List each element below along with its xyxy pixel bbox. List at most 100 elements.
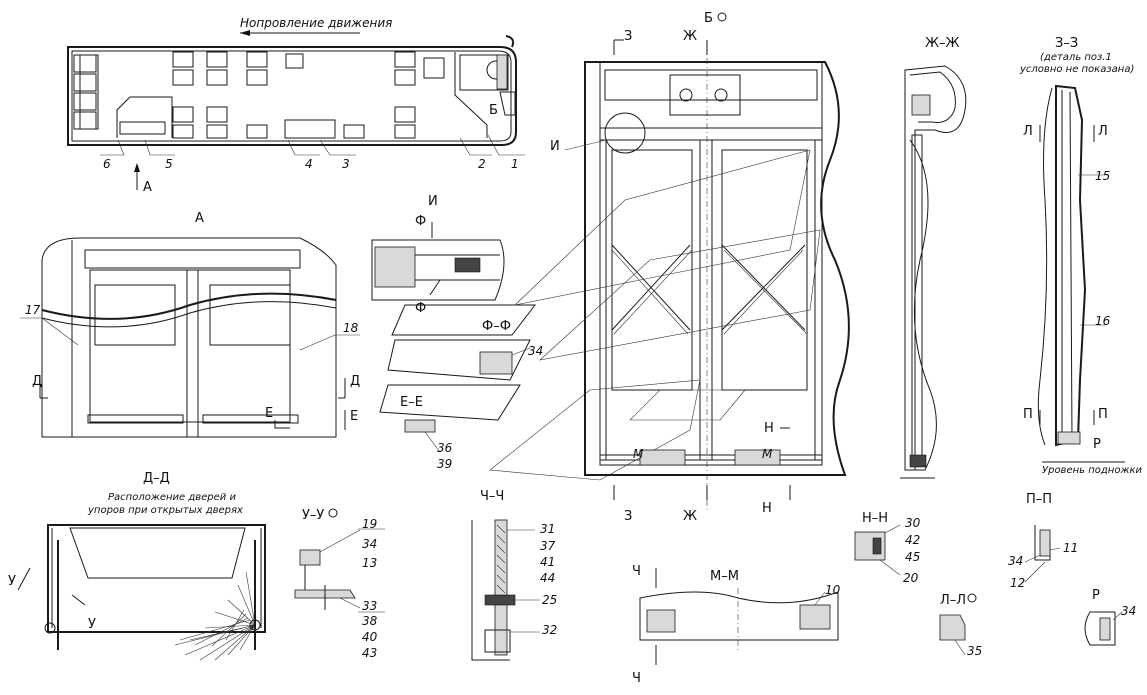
detail-r: Р 34 bbox=[1084, 588, 1136, 646]
svg-text:З: З bbox=[624, 509, 632, 524]
svg-text:Д: Д bbox=[350, 374, 360, 389]
section-p-p: П–П 11 34 12 bbox=[1008, 492, 1078, 590]
main-view-title: Б bbox=[704, 11, 713, 26]
svg-text:31: 31 bbox=[540, 522, 555, 536]
svg-text:45: 45 bbox=[905, 550, 920, 564]
section-ch-ch: Ч–Ч 31 37 41 44 25 32 bbox=[471, 489, 557, 661]
detail-i: И Ф Ф Ф–Ф 34 Е–Е 36 39 bbox=[371, 194, 543, 471]
svg-text:34: 34 bbox=[1008, 554, 1023, 568]
svg-text:Л: Л bbox=[1098, 124, 1108, 139]
section-zh-zh: Ж–Ж bbox=[900, 36, 967, 479]
view-a-title: А bbox=[195, 211, 204, 226]
svg-text:Ч: Ч bbox=[632, 671, 641, 686]
svg-text:13: 13 bbox=[362, 556, 377, 570]
svg-text:40: 40 bbox=[362, 630, 378, 644]
svg-text:У–У: У–У bbox=[302, 508, 324, 523]
top-view-leaders: 1 2 3 4 5 6 bbox=[100, 134, 525, 171]
svg-text:Е: Е bbox=[350, 409, 358, 424]
svg-text:3: 3 bbox=[342, 157, 350, 171]
svg-text:16: 16 bbox=[1095, 314, 1111, 328]
svg-text:10: 10 bbox=[825, 583, 841, 597]
svg-text:Д: Д bbox=[32, 374, 42, 389]
section-ff-title: Ф–Ф bbox=[482, 319, 511, 334]
svg-text:Л: Л bbox=[1023, 124, 1033, 139]
svg-text:34: 34 bbox=[362, 537, 377, 551]
svg-text:Ж: Ж bbox=[683, 509, 697, 524]
svg-text:25: 25 bbox=[542, 593, 557, 607]
svg-text:П: П bbox=[1023, 407, 1033, 422]
section-d-d: Д–Д Расположение дверей и упоров при отк… bbox=[8, 471, 266, 661]
svg-text:Д–Д: Д–Д bbox=[143, 471, 170, 486]
svg-text:6: 6 bbox=[103, 157, 111, 171]
svg-text:Р: Р bbox=[1092, 588, 1100, 603]
svg-text:З–З: З–З bbox=[1055, 36, 1078, 51]
svg-text:У: У bbox=[88, 617, 96, 632]
rear-seats bbox=[73, 54, 99, 130]
svg-text:Е: Е bbox=[265, 406, 273, 421]
svg-text:19: 19 bbox=[362, 517, 377, 531]
section-u-u: У–У 19 34 13 33 38 40 43 bbox=[294, 508, 385, 660]
svg-text:44: 44 bbox=[540, 571, 555, 585]
svg-text:М: М bbox=[633, 447, 644, 461]
svg-text:41: 41 bbox=[540, 555, 555, 569]
label-18: 18 bbox=[343, 321, 359, 335]
svg-text:Ф: Ф bbox=[415, 214, 426, 229]
section-m-m: М–М 10 Ч Ч bbox=[632, 564, 841, 686]
svg-text:упоров при открытых дверях: упоров при открытых дверях bbox=[87, 505, 243, 516]
section-ee-title: Е–Е bbox=[400, 395, 423, 410]
svg-text:Н: Н bbox=[762, 501, 772, 516]
svg-text:11: 11 bbox=[1063, 541, 1078, 555]
svg-text:И: И bbox=[428, 194, 438, 209]
svg-text:32: 32 bbox=[542, 623, 557, 637]
svg-text:Р: Р bbox=[1093, 437, 1101, 452]
section-mark-b: Б bbox=[489, 103, 498, 118]
svg-text:Ж: Ж bbox=[683, 29, 697, 44]
svg-text:30: 30 bbox=[905, 516, 921, 530]
section-n-n: Н–Н 30 42 45 20 bbox=[854, 511, 921, 585]
section-z-z: З–З (деталь поз.1 условно не показана) 1… bbox=[1019, 36, 1142, 476]
svg-text:условно не показана): условно не показана) bbox=[1019, 64, 1134, 75]
svg-text:36: 36 bbox=[437, 441, 453, 455]
passenger-seats bbox=[172, 51, 445, 139]
svg-text:М–М: М–М bbox=[710, 569, 739, 584]
svg-text:15: 15 bbox=[1095, 169, 1110, 183]
svg-text:4: 4 bbox=[305, 157, 313, 171]
svg-text:34: 34 bbox=[528, 344, 543, 358]
direction-label: Нопровление движения bbox=[240, 16, 392, 30]
svg-text:12: 12 bbox=[1010, 576, 1025, 590]
svg-text:П: П bbox=[1098, 407, 1108, 422]
section-l-l: Л–Л 35 bbox=[939, 593, 982, 658]
svg-text:20: 20 bbox=[903, 571, 919, 585]
svg-text:Н–Н: Н–Н bbox=[862, 511, 888, 526]
svg-text:Н: Н bbox=[764, 421, 774, 436]
svg-text:Уровень подножки: Уровень подножки bbox=[1042, 465, 1142, 476]
svg-text:Ф: Ф bbox=[415, 301, 426, 316]
svg-text:1: 1 bbox=[511, 157, 519, 171]
detail-callout: И bbox=[550, 139, 560, 154]
svg-text:35: 35 bbox=[967, 644, 982, 658]
svg-text:Л–Л: Л–Л bbox=[940, 593, 966, 608]
main-view-b: Б З Ж М М Н bbox=[489, 11, 850, 524]
svg-text:У: У bbox=[8, 574, 16, 589]
svg-text:2: 2 bbox=[478, 157, 486, 171]
svg-text:Ж–Ж: Ж–Ж bbox=[925, 36, 960, 51]
svg-text:П–П: П–П bbox=[1026, 492, 1052, 507]
svg-text:39: 39 bbox=[437, 457, 452, 471]
svg-text:34: 34 bbox=[1121, 604, 1136, 618]
svg-text:33: 33 bbox=[362, 599, 377, 613]
svg-text:37: 37 bbox=[540, 539, 556, 553]
svg-text:5: 5 bbox=[165, 157, 173, 171]
svg-text:Расположение дверей и: Расположение дверей и bbox=[108, 492, 236, 503]
svg-text:(деталь поз.1: (деталь поз.1 bbox=[1040, 52, 1112, 63]
svg-text:38: 38 bbox=[362, 614, 378, 628]
svg-text:З: З bbox=[624, 29, 632, 44]
svg-text:Ч: Ч bbox=[632, 564, 641, 579]
svg-text:Ч–Ч: Ч–Ч bbox=[480, 489, 504, 504]
svg-text:42: 42 bbox=[905, 533, 920, 547]
top-view-bus-plan: Нопровление движения bbox=[67, 16, 525, 195]
svg-text:43: 43 bbox=[362, 646, 377, 660]
svg-text:М: М bbox=[762, 447, 773, 461]
label-17: 17 bbox=[25, 303, 41, 317]
view-a: А 17 18 Д Д Е Е bbox=[20, 211, 360, 438]
